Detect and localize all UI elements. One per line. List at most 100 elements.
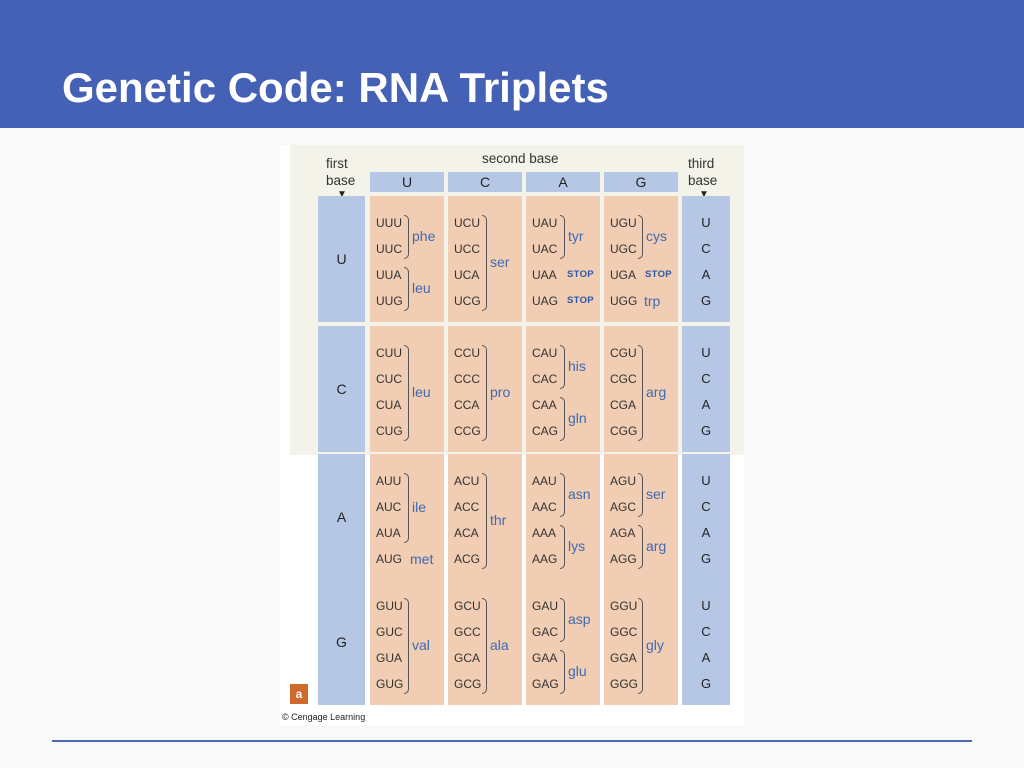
third-base-label: U [701,345,711,360]
codon-group-brace [560,397,565,441]
third-base-label: A [701,397,711,412]
codon-group-brace [638,525,643,569]
codon-group-brace [404,598,409,694]
codon-label: GUA [376,651,403,665]
codon-label: AGG [610,552,637,566]
codon-group-brace [404,215,409,259]
codon-label: CUC [376,372,402,386]
codon-label: GGU [610,599,638,613]
amino-acid-label: ala [490,637,509,653]
codon-label: GCA [454,651,481,665]
codon-label: UCU [454,216,480,230]
codon-label: GCG [454,677,482,691]
codon-label: UCC [454,242,480,256]
third-base-label: A [701,267,711,282]
amino-acid-label: lys [568,538,586,554]
amino-acid-label: cys [646,228,667,244]
codon-label: CGA [610,398,637,412]
third-base-label: G [700,676,712,691]
codon-group-brace [404,345,409,441]
amino-acid-label: ser [646,486,666,502]
codon-label: GGA [610,651,637,665]
codon-label: UGG [610,294,638,308]
amino-acid-label: asp [568,611,591,627]
codon-label: AAA [532,526,557,540]
codon-label: GUU [376,599,403,613]
codon-group-brace [482,215,487,311]
third-base-label: C [701,371,711,386]
amino-acid-label: val [412,637,430,653]
codon-label: UAA [532,268,557,282]
codon-label: GUC [376,625,403,639]
codon-label: UCA [454,268,480,282]
amino-acid-label: leu [412,280,431,296]
codon-label: UAC [532,242,558,256]
codon-label: GAU [532,599,559,613]
codon-label: GGG [610,677,639,691]
codon-group-brace [638,598,643,694]
amino-acid-label: arg [646,384,667,400]
amino-acid-label: his [568,358,586,374]
amino-acid-label: leu [412,384,431,400]
third-base-label-line2: base [688,173,718,188]
codon-label: AGA [610,526,636,540]
codon-label: ACU [454,474,480,488]
codon-label: CUU [376,346,402,360]
codon-label: AGC [610,500,637,514]
codon-label: GAA [532,651,558,665]
stop-codon-label: STOP [567,295,594,306]
codon-label: CUA [376,398,402,412]
codon-label: CCA [454,398,480,412]
codon-label: ACC [454,500,480,514]
codon-label: AAG [532,552,558,566]
codon-group-brace [560,598,565,642]
codon-label: CGG [610,424,638,438]
codon-label: AUC [376,500,402,514]
amino-acid-label: ile [412,499,427,515]
third-base-label: C [701,624,711,639]
codon-label: GCC [454,625,481,639]
codon-label: CGC [610,372,637,386]
codon-label: AUU [376,474,402,488]
codon-group-brace [404,473,409,543]
third-base-label: U [701,215,711,230]
amino-acid-label: asn [568,486,591,502]
third-base-label: C [701,499,711,514]
first-base-marker: ▼ [337,189,347,200]
codon-group-brace [560,345,565,389]
third-base-label: A [701,650,711,665]
amino-acid-label: trp [644,293,661,309]
codon-group-brace [560,650,565,694]
first-base-label-line1: first [326,156,348,171]
codon-group-brace [638,473,643,517]
first-base-header-u: U [318,196,365,322]
codon-group-brace [482,345,487,441]
second-base-label: second base [482,151,559,166]
amino-acid-label: glu [568,663,587,679]
codon-group-brace [560,525,565,569]
amino-acid-label: arg [646,538,667,554]
first-base-header-g: G [318,579,365,705]
codon-label: UGC [610,242,637,256]
third-base-label: G [700,293,712,308]
codon-label: CAU [532,346,558,360]
codon-group-brace [560,473,565,517]
codon-label: AAC [532,500,557,514]
stop-codon-label: STOP [567,269,594,280]
codon-group-brace [404,267,409,311]
codon-group-brace [638,215,643,259]
first-base-label-line2: base [326,173,356,188]
figure-credit: © Cengage Learning [282,712,366,722]
amino-acid-label: gly [646,637,664,653]
codon-label: GUG [376,677,404,691]
codon-label: UUG [376,294,403,308]
codon-label: CAC [532,372,558,386]
codon-label: CGU [610,346,637,360]
codon-label: CCC [454,372,480,386]
codon-label: ACA [454,526,479,540]
codon-label: GCU [454,599,481,613]
amino-acid-label: thr [490,512,507,528]
